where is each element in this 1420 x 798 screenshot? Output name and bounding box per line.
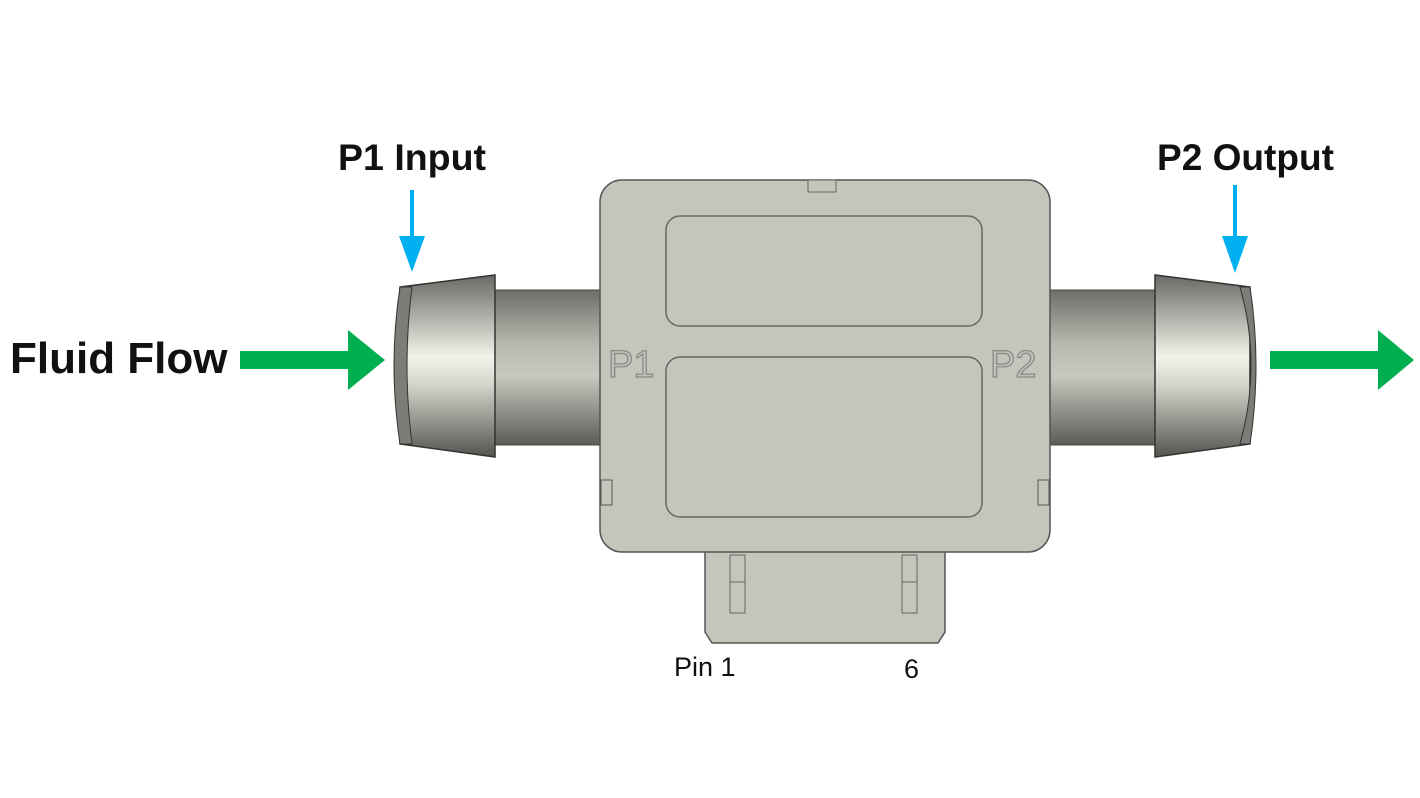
flow-in-arrow-icon bbox=[240, 330, 385, 390]
outlet-port bbox=[1044, 274, 1257, 458]
p1-arrow-icon bbox=[399, 190, 425, 272]
pin-1-label: Pin 1 bbox=[674, 652, 736, 682]
pin-6-label: 6 bbox=[904, 654, 919, 684]
p2-arrow-icon bbox=[1222, 185, 1248, 273]
flow-out-arrow-icon bbox=[1270, 330, 1414, 390]
fluid-flow-label: Fluid Flow bbox=[10, 334, 228, 383]
p2-embossed-mark: P2 bbox=[990, 344, 1036, 386]
sensor-body: P1 P2 bbox=[599, 179, 1051, 553]
inlet-port bbox=[393, 274, 606, 458]
p1-input-label: P1 Input bbox=[338, 137, 486, 178]
p2-output-label: P2 Output bbox=[1157, 137, 1334, 178]
p1-embossed-mark: P1 bbox=[608, 344, 654, 386]
connector bbox=[704, 547, 946, 644]
